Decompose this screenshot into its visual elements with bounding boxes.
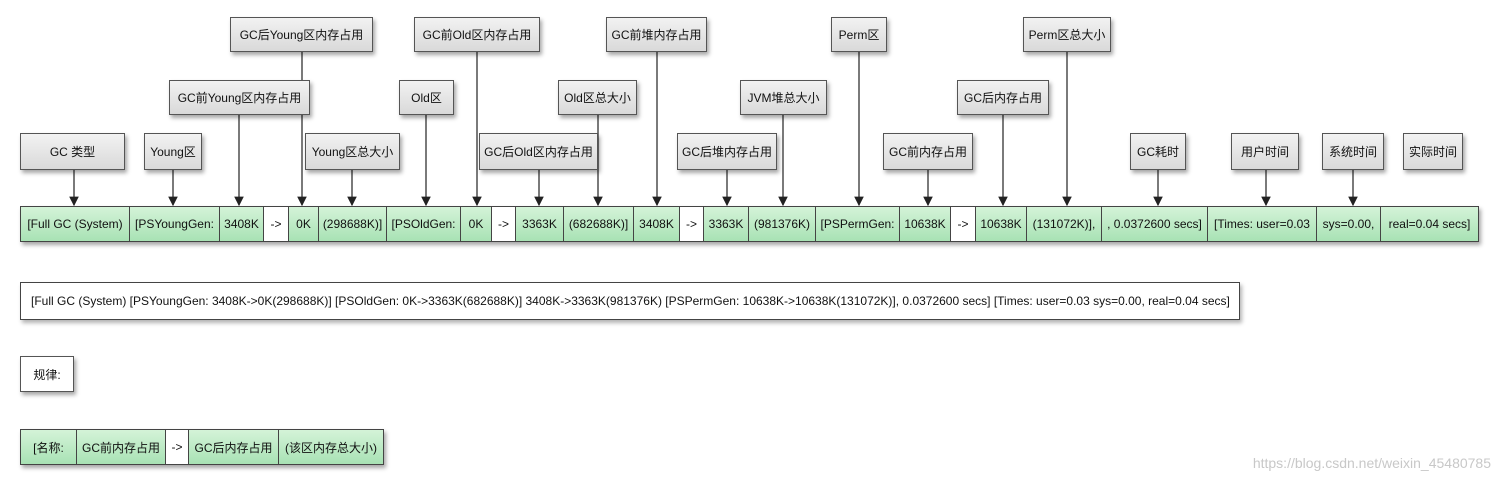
label-jvm-heap-total: JVM堆总大小	[740, 80, 827, 115]
log-cell-young-after: 0K	[288, 207, 318, 241]
log-cell-perm-after: 10638K	[975, 207, 1026, 241]
log-cell-real-time: real=0.04 secs]	[1380, 207, 1478, 241]
log-cell-perm-total: (131072K)],	[1026, 207, 1101, 241]
label-gc-before-heap: GC前堆内存占用	[606, 17, 707, 52]
rule-cell-name: [名称:	[21, 430, 76, 464]
log-cell-psyounggen: [PSYoungGen:	[129, 207, 219, 241]
rule-cell-total: (该区内存总大小)	[278, 430, 383, 464]
log-cell-young-total: (298688K)]	[318, 207, 386, 241]
rule-cell-arrow: ->	[165, 430, 188, 464]
label-young-total: Young区总大小	[305, 133, 400, 170]
label-perm: Perm区	[831, 17, 887, 52]
label-gc-type: GC 类型	[20, 133, 125, 170]
log-cell-perm-arrow: ->	[950, 207, 975, 241]
log-cell-young-before: 3408K	[219, 207, 263, 241]
label-old: Old区	[399, 80, 454, 115]
label-old-total: Old区总大小	[558, 80, 637, 115]
rule-cell-gc-before: GC前内存占用	[76, 430, 165, 464]
label-gc-after-young: GC后Young区内存占用	[230, 17, 373, 52]
label-perm-total: Perm区总大小	[1023, 17, 1111, 52]
full-log-line: [Full GC (System) [PSYoungGen: 3408K->0K…	[20, 282, 1240, 320]
rule-bar: [名称: GC前内存占用 -> GC后内存占用 (该区内存总大小)	[20, 429, 384, 465]
rule-label: 规律:	[20, 356, 74, 392]
rule-cell-gc-after: GC后内存占用	[188, 430, 278, 464]
label-gc-time: GC耗时	[1130, 133, 1186, 170]
label-gc-before-young: GC前Young区内存占用	[169, 80, 310, 115]
log-cell-old-arrow: ->	[491, 207, 515, 241]
log-cell-perm-before: 10638K	[899, 207, 950, 241]
log-cell-psoldgen: [PSOldGen:	[386, 207, 460, 241]
log-cell-user-time: [Times: user=0.03	[1207, 207, 1316, 241]
log-cell-heap-after: 3363K	[703, 207, 748, 241]
label-gc-before-mem: GC前内存占用	[883, 133, 973, 170]
label-real-time: 实际时间	[1403, 133, 1463, 170]
log-cell-heap-before: 3408K	[633, 207, 679, 241]
log-cell-pspermgen: [PSPermGen:	[815, 207, 899, 241]
label-gc-before-old: GC前Old区内存占用	[414, 17, 540, 52]
label-gc-after-heap: GC后堆内存占用	[677, 133, 777, 170]
log-cell-gc-time: , 0.0372600 secs]	[1101, 207, 1207, 241]
log-cell-old-total: (682688K)]	[563, 207, 633, 241]
log-cell-heap-arrow: ->	[679, 207, 703, 241]
log-cell-sys-time: sys=0.00,	[1316, 207, 1380, 241]
label-gc-after-mem: GC后内存占用	[957, 80, 1049, 115]
log-cell-young-arrow: ->	[263, 207, 288, 241]
label-young: Young区	[144, 133, 202, 170]
log-cell-full-gc: [Full GC (System)	[21, 207, 129, 241]
label-gc-after-old: GC后Old区内存占用	[479, 133, 598, 170]
label-sys-time: 系统时间	[1322, 133, 1384, 170]
watermark-url: https://blog.csdn.net/weixin_45480785	[1252, 455, 1491, 471]
log-cell-old-after: 3363K	[515, 207, 563, 241]
log-cell-heap-total: (981376K)	[748, 207, 815, 241]
label-user-time: 用户时间	[1231, 133, 1299, 170]
log-cell-old-before: 0K	[460, 207, 491, 241]
gc-log-bar: [Full GC (System) [PSYoungGen: 3408K -> …	[20, 206, 1479, 242]
